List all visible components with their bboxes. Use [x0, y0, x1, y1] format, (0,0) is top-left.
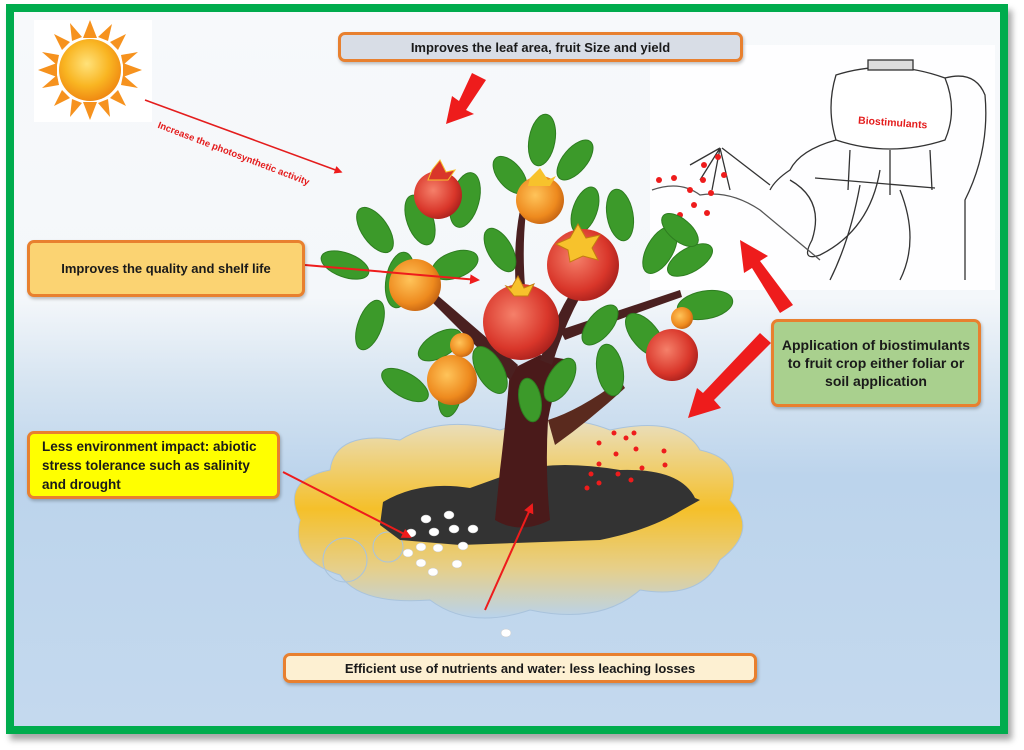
- application-arrows: [688, 240, 793, 418]
- environment-arrow: [282, 471, 412, 538]
- sun-icon: [34, 20, 152, 122]
- leaf-area-yield-box: Improves the leaf area, fruit Size and y…: [338, 32, 743, 62]
- quality-shelf-life-box: Improves the quality and shelf life: [27, 240, 305, 297]
- pomegranate-fruits: [389, 159, 698, 405]
- down-arrow-icon: [446, 73, 486, 124]
- soil-droplets: [584, 430, 668, 491]
- nutrient-granules: [402, 510, 512, 638]
- application-box: Application of biostimulants to fruit cr…: [771, 319, 981, 407]
- quality-arrow: [304, 264, 480, 285]
- nutrient-efficiency-box: Efficient use of nutrients and water: le…: [283, 653, 757, 683]
- efficiency-arrow: [484, 503, 534, 611]
- environment-impact-box: Less environment impact: abiotic stress …: [27, 431, 280, 499]
- photosynthesis-arrow: [144, 99, 343, 174]
